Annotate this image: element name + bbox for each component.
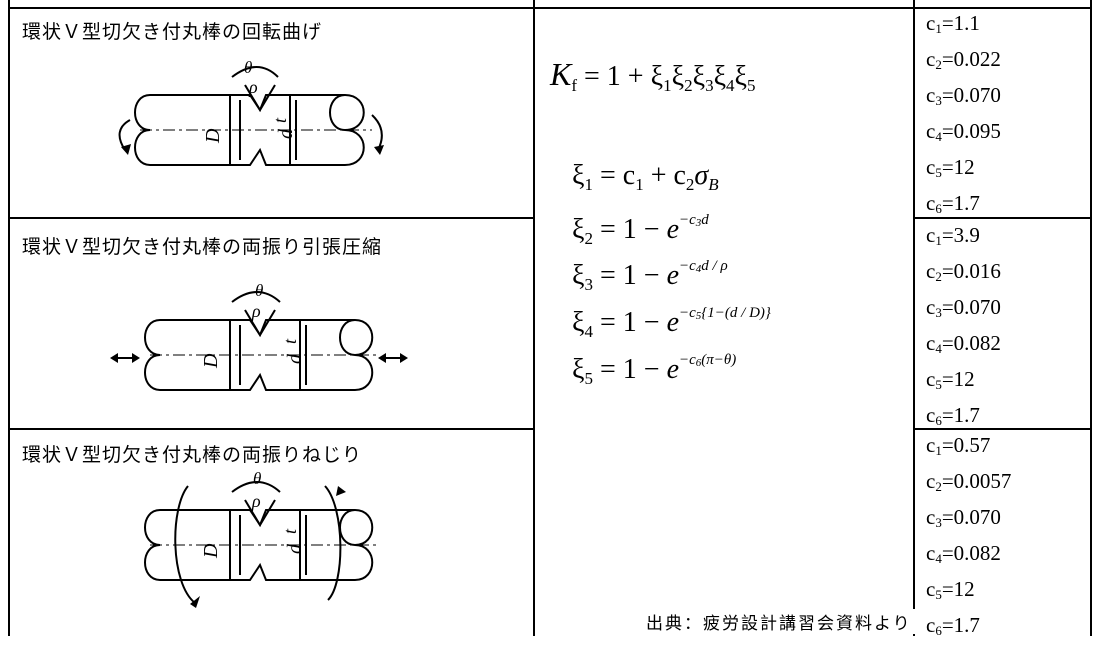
D-label: D [202, 128, 224, 144]
coef-c1: c1=0.57 [926, 433, 991, 458]
coef-c6: c6=1.7 [926, 403, 980, 428]
formula-xi3: ξ3 = 1 − e−c4d / ρ [572, 258, 728, 294]
t-label: t [280, 338, 300, 344]
rho-label: ρ [251, 301, 261, 321]
coef-c3: c3=0.070 [926, 505, 1001, 530]
coef-c3: c3=0.070 [926, 83, 1001, 108]
coefficients-row-1: c1=1.1 c2=0.022 c3=0.070 c4=0.095 c5=12 … [926, 8, 1001, 224]
notched-bar-torsion-diagram: θ ρ t D d [144, 469, 380, 608]
row-divider-1-right [913, 217, 1092, 219]
formula-xi5: ξ5 = 1 − e−c6(π−θ) [572, 352, 737, 388]
D-label: D [200, 543, 222, 559]
coef-c4: c4=0.095 [926, 119, 1001, 144]
coef-c1: c1=1.1 [926, 11, 980, 36]
col-divider-1 [533, 0, 535, 636]
right-border [1090, 0, 1092, 636]
coef-c5: c5=12 [926, 155, 975, 180]
rho-label: ρ [248, 77, 258, 97]
theta-label: θ [255, 281, 263, 300]
notched-bar-tension-diagram: θ ρ t D d [110, 281, 408, 391]
coef-c1: c1=3.9 [926, 223, 980, 248]
row-title-rotating-bending: 環状Ｖ型切欠き付丸棒の回転曲げ [22, 21, 323, 43]
coef-c6: c6=1.7 [926, 613, 980, 638]
row-title-torsion: 環状Ｖ型切欠き付丸棒の両振りねじり [22, 444, 363, 466]
d-label: d [275, 128, 297, 139]
coef-c4: c4=0.082 [926, 331, 1001, 356]
col-divider-2 [913, 0, 915, 636]
D-label: D [200, 353, 222, 369]
formula-xi1: ξ1 = c1 + c2σB [572, 160, 719, 194]
row-divider-1-left [8, 217, 535, 219]
row-title-tension-compression: 環状Ｖ型切欠き付丸棒の両振り引張圧縮 [22, 236, 383, 258]
row-divider-2-left [8, 428, 535, 430]
row-divider-2-right [913, 428, 1092, 430]
t-label: t [280, 528, 300, 534]
coef-c2: c2=0.022 [926, 47, 1001, 72]
formula-xi2: ξ2 = 1 − e−c3d [572, 212, 709, 248]
left-border [8, 0, 10, 636]
rho-label: ρ [251, 491, 261, 511]
source-note: 出典：疲労設計講習会資料より [642, 609, 916, 634]
t-label: t [270, 117, 290, 123]
formula-kf: Kf = 1 + ξ1ξ2ξ3ξ4ξ5 [550, 56, 756, 95]
d-label: d [284, 353, 306, 364]
theta-label: θ [244, 58, 252, 77]
d-label: d [284, 543, 306, 554]
coefficients-row-3: c1=0.57 c2=0.0057 c3=0.070 c4=0.082 c5=1… [926, 430, 1011, 646]
coef-c3: c3=0.070 [926, 295, 1001, 320]
top-border [8, 7, 1092, 9]
coef-c6: c6=1.7 [926, 191, 980, 216]
coef-c4: c4=0.082 [926, 541, 1001, 566]
theta-label: θ [253, 469, 261, 488]
coef-c5: c5=12 [926, 577, 975, 602]
coef-c2: c2=0.0057 [926, 469, 1012, 494]
coef-c2: c2=0.016 [926, 259, 1001, 284]
coef-c5: c5=12 [926, 367, 975, 392]
notched-bar-bending-diagram: θ ρ t D d [118, 58, 384, 166]
coefficients-row-2: c1=3.9 c2=0.016 c3=0.070 c4=0.082 c5=12 … [926, 220, 1001, 436]
formula-xi4: ξ4 = 1 − e−c5{1−(d / D)} [572, 305, 771, 341]
